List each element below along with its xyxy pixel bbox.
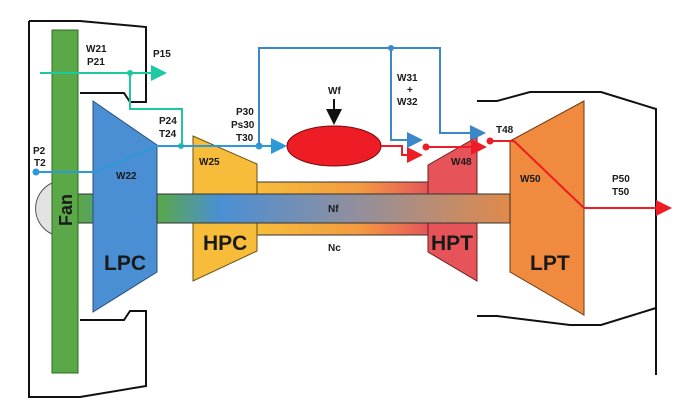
label-p30: P30	[236, 107, 254, 118]
bleed-node	[388, 45, 394, 51]
nozzle-outline-upper	[477, 91, 657, 375]
core-flow-line	[36, 138, 287, 173]
nozzle-outline-lower	[477, 307, 657, 326]
label-w25: W25	[199, 157, 220, 168]
label-t24: T24	[159, 129, 177, 140]
label-w50: W50	[520, 174, 541, 185]
label-lpc: LPC	[104, 252, 146, 275]
label-hpt: HPT	[431, 232, 473, 255]
lpc-bleed-line	[129, 73, 183, 146]
label-wf: Wf	[328, 86, 341, 97]
label-w31: W31	[397, 73, 418, 84]
lpt-flow-line	[490, 140, 672, 216]
label-p21: P21	[87, 57, 105, 68]
label-p50: P50	[612, 174, 630, 185]
label-w21: W21	[86, 44, 107, 55]
station-node-40	[422, 143, 430, 151]
label-lpt: LPT	[530, 252, 570, 275]
station-node-2	[32, 168, 40, 176]
spinner	[35, 182, 53, 235]
label-p15: P15	[153, 49, 171, 60]
label-ps30: Ps30	[231, 120, 255, 131]
label-t48: T48	[496, 125, 514, 136]
label-t50: T50	[612, 187, 630, 198]
label-plus: +	[407, 85, 413, 96]
bleed-flow-line	[258, 47, 486, 146]
lpt-block	[509, 100, 585, 316]
label-w32: W32	[397, 97, 418, 108]
fan-shaft-overlay	[156, 193, 511, 224]
bleed-flow-branch	[390, 48, 423, 148]
fan-cowl-outline-lower	[28, 21, 147, 398]
fan-blade	[51, 29, 79, 374]
station-node-48	[486, 137, 494, 145]
fan-cowl-outline	[29, 20, 147, 103]
label-fan: Fan	[56, 194, 76, 226]
label-t30: T30	[236, 133, 254, 144]
label-p2: P2	[33, 146, 46, 157]
combustor-exit-line	[381, 145, 423, 163]
core-shaft-upper	[256, 181, 430, 195]
combustor	[286, 125, 382, 167]
core-shaft-lower	[256, 222, 430, 236]
label-nf: Nf	[328, 204, 339, 215]
label-w22: W22	[116, 171, 137, 182]
station-node-21	[127, 70, 133, 76]
label-hpc: HPC	[203, 232, 247, 255]
label-p24: P24	[159, 116, 177, 127]
label-t2: T2	[34, 158, 46, 169]
label-nc: Nc	[328, 243, 341, 254]
label-w48: W48	[451, 157, 472, 168]
